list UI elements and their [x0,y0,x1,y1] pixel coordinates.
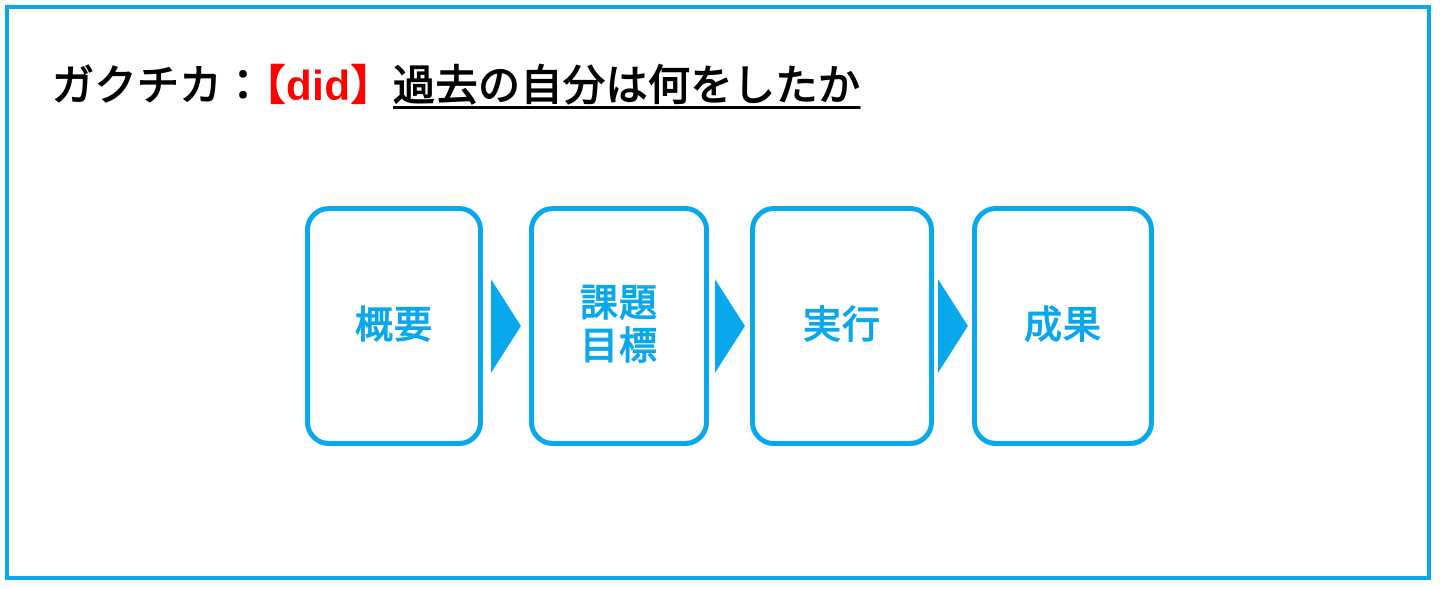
page-title: ガクチカ：【did】過去の自分は何をしたか [52,62,861,110]
right-triangle-arrow-icon [709,279,750,373]
title-highlight-did: 【did】 [264,62,393,109]
flow-step-label: 成果 [1023,304,1102,347]
flow-step-issue-goal[interactable]: 課題 目標 [529,206,709,446]
slide-frame: ガクチカ：【did】過去の自分は何をしたか 概要 課題 目標 実行 [5,5,1431,580]
right-triangle-arrow-icon [934,279,972,373]
flow-step-execution[interactable]: 実行 [750,206,934,446]
flow-step-label: 課題 目標 [579,283,658,368]
flow-step-label: 概要 [354,304,433,347]
right-triangle-arrow-icon [483,279,529,373]
flow-step-overview[interactable]: 概要 [305,206,483,446]
flow-step-label: 実行 [802,304,881,347]
flow-step-result[interactable]: 成果 [972,206,1154,446]
title-underlined-text: 過去の自分は何をしたか [393,62,861,109]
title-prefix: ガクチカ： [52,62,265,109]
process-flow-diagram: 概要 課題 目標 実行 成果 [305,206,1155,446]
